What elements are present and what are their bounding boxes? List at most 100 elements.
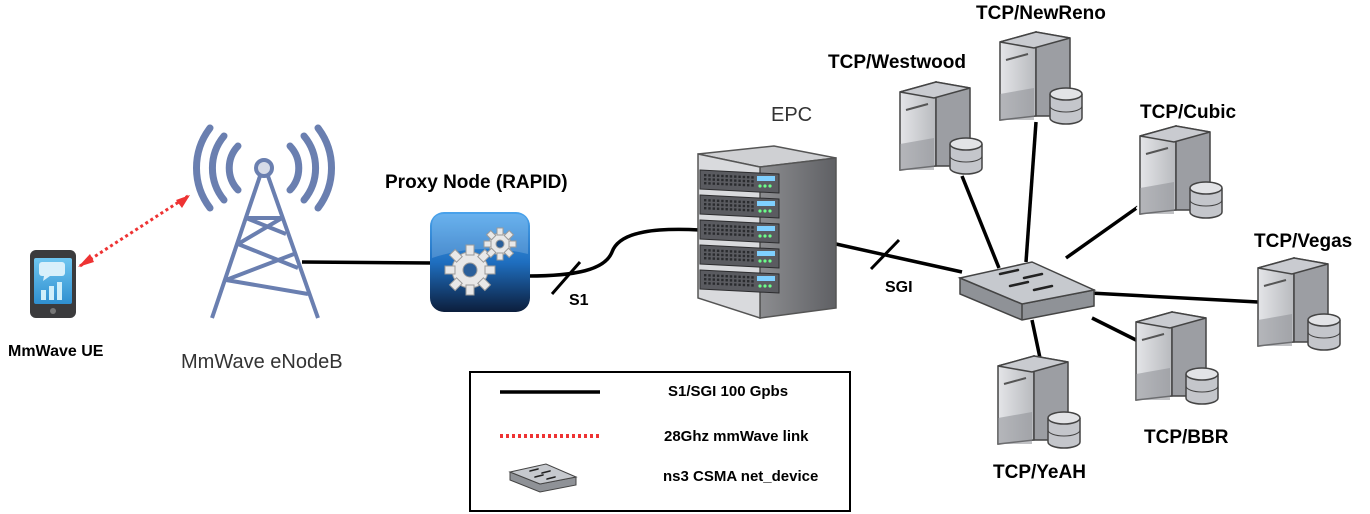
rack-vent [704,249,707,252]
rack-vent [738,233,741,236]
rack-vent [742,250,746,254]
rack-vent [725,279,728,282]
rack-vent [708,249,711,252]
rack-vent [751,280,754,283]
rack-vent [738,204,741,207]
server-label-newreno: TCP/NewReno [976,3,1106,24]
rack-vent [751,226,754,229]
rack-vent [729,233,733,236]
wireless-link [78,194,190,268]
rack-status-light [768,259,772,263]
rack-vent [729,183,733,186]
rack-led [757,176,775,181]
rack-vent [716,253,720,256]
rack-vent [747,255,750,258]
rack-vent [721,178,724,182]
rack-status-light [768,209,772,213]
rack-vent [734,275,737,278]
rack-vent [708,224,711,227]
rack-vent [738,179,741,182]
rack-vent [712,199,715,202]
rack-vent [729,283,733,286]
rack-vent [738,200,741,203]
rack-vent [747,259,750,262]
rack-vent [734,250,737,253]
rack-vent [712,228,715,231]
rack-vent [747,251,750,254]
rack-vent [742,175,746,179]
rack-vent [712,178,715,181]
switch-server-links [960,121,1259,359]
rack-vent [738,279,741,282]
rack-vent [738,183,741,186]
legend-csma-label: ns3 CSMA net_device [663,468,819,485]
rack-vent [716,207,720,210]
rack-vent [729,279,733,282]
rack-vent [742,254,746,258]
rack-status-light [763,209,767,213]
rack-status-light [758,234,762,238]
rack-vent [721,228,724,232]
rack-vent [747,201,750,204]
rack-vent [742,204,746,208]
rack-vent [751,230,754,233]
rack-vent [729,179,733,182]
rack-vent [725,275,728,278]
rack-vent [704,257,707,260]
rack-vent [721,278,724,282]
rack-vent [721,282,724,286]
rack-vent [716,203,720,206]
rack-vent [729,225,733,228]
rack-vent [704,199,707,202]
rack-vent [742,283,746,287]
rack-vent [704,232,707,235]
rack-vent [738,275,741,278]
server-icon-vegas [1253,257,1341,351]
rack-vent [716,224,720,227]
rack-vent [747,180,750,183]
rack-vent [725,204,728,207]
rack-vent [751,276,754,279]
rack-vent [729,200,733,203]
enb-proxy-link [301,260,433,265]
rack-vent [725,179,728,182]
rack-vent [751,205,754,208]
rack-vent [742,258,746,262]
s1-label: S1 [569,292,589,309]
rack-vent [721,274,724,278]
rack-vent [712,253,715,256]
rack-vent [729,208,733,211]
rack-vent [729,250,733,253]
rack-vent [734,183,737,186]
rack-vent [704,203,707,206]
rack-vent [751,176,754,179]
rack-vent [708,182,711,185]
rack-vent [725,229,728,232]
rack-status-light [768,234,772,238]
rack-vent [751,255,754,258]
rack-vent [716,249,720,252]
rack-status-light [758,184,762,188]
s1-link [527,227,701,295]
server-label-westwood: TCP/Westwood [828,52,966,73]
rack-vent [747,284,750,287]
rack-vent [704,182,707,185]
rack-vent [742,183,746,187]
rack-vent [708,232,711,235]
rack-vent [751,234,754,237]
rack-vent [704,174,707,177]
rack-led [757,226,775,231]
rack-vent [708,199,711,202]
rack-vent [716,274,720,277]
rack-vent [742,179,746,183]
rack-vent [712,282,715,285]
rack-vent [729,229,733,232]
rack-vent [725,283,728,286]
gears-icon [430,212,530,312]
rack-vent [716,282,720,285]
rack-vent [708,174,711,177]
rack-vent [734,175,737,178]
rack-vent [747,230,750,233]
rack-vent [725,183,728,186]
rack-vent [712,278,715,281]
